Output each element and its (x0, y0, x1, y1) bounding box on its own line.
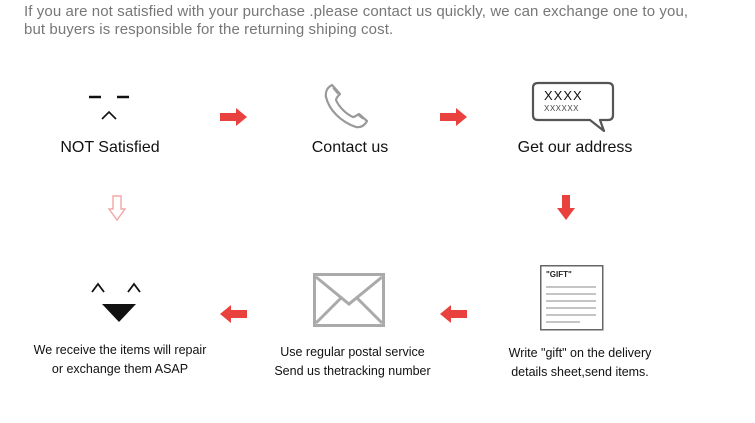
step-receive-label: We receive the items will repair or exch… (20, 341, 220, 379)
intro-line-2: but buyers is responsible for the return… (24, 21, 394, 38)
step-postal-line-1: Use regular postal service (280, 345, 425, 359)
bubble-text-top: XXXX (544, 88, 583, 103)
step-receive-line-2: or exchange them ASAP (51, 362, 189, 376)
arrow-left-icon (220, 305, 248, 323)
arrow-down-icon (557, 195, 575, 221)
arrow-down-outline-icon (107, 195, 127, 222)
step-contact-us-label: Contact us (311, 139, 389, 156)
step-postal-label: Use regular postal service Send us thetr… (250, 343, 455, 381)
happy-face-icon (90, 279, 148, 323)
step-not-satisfied-label: NOT Satisfied (60, 139, 160, 156)
step-receive-line-1: We receive the items will repair (33, 343, 207, 357)
step-write-gift-label: Write "gift" on the delivery details she… (485, 344, 675, 382)
intro-line-1: If you are not satisfied with your purch… (24, 3, 689, 20)
bubble-text-bottom: XXXXXX (544, 104, 580, 113)
speech-bubble-icon: XXXX XXXXXX (531, 81, 616, 133)
step-write-gift-line-1: Write "gift" on the delivery (508, 346, 652, 360)
arrow-left-icon (440, 305, 468, 323)
arrow-right-icon (220, 108, 248, 126)
phone-icon (323, 82, 371, 130)
intro-text: If you are not satisfied with your purch… (24, 3, 744, 39)
document-gift-text: "GIFT" (546, 270, 572, 279)
step-get-address-label: Get our address (517, 139, 633, 156)
document-icon: "GIFT" (540, 265, 604, 331)
envelope-icon (313, 273, 385, 327)
step-postal-line-2: Send us thetracking number (274, 364, 431, 378)
unhappy-face-icon (86, 92, 132, 124)
step-write-gift-line-2: details sheet,send items. (511, 365, 649, 379)
arrow-right-icon (440, 108, 468, 126)
